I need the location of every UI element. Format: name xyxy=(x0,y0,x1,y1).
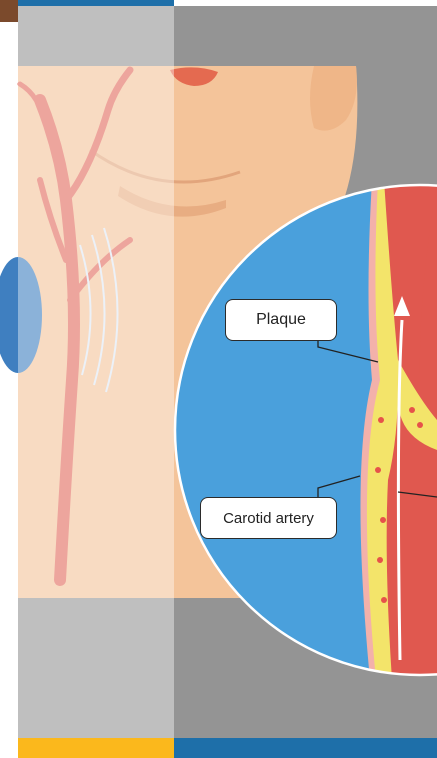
carotid-artery-label: Carotid artery xyxy=(200,497,337,539)
bottom-blue-bar xyxy=(174,738,437,758)
top-brown-corner xyxy=(0,0,18,22)
bottom-yellow-bar xyxy=(18,738,174,758)
left-panel-overlay xyxy=(18,6,174,738)
plaque-label: Plaque xyxy=(225,299,337,341)
zoom-content xyxy=(360,180,437,680)
top-blue-bar xyxy=(18,0,174,6)
